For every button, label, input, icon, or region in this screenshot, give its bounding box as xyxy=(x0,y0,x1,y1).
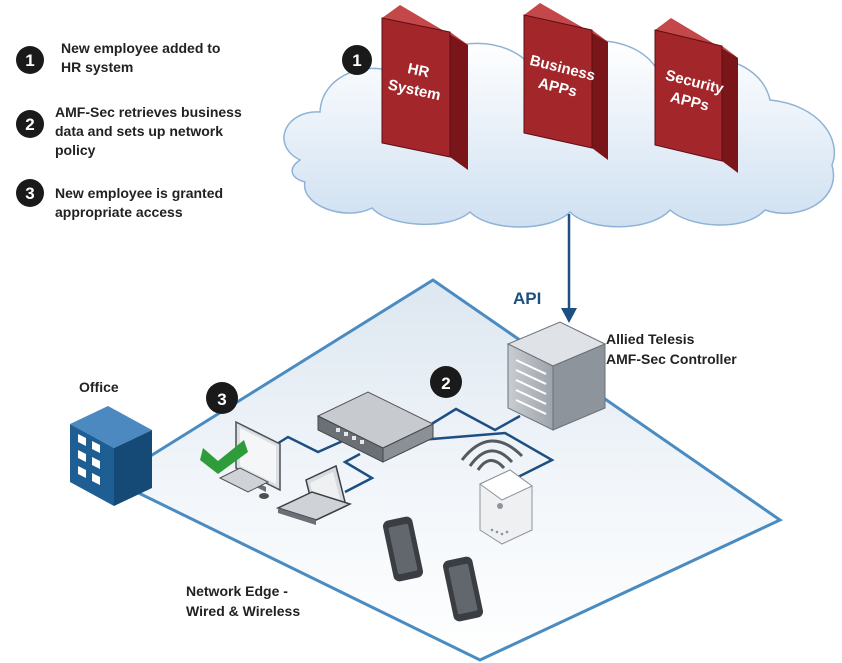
api-arrow-head xyxy=(561,308,577,323)
app-tile-security-apps: Security APPs xyxy=(654,18,738,173)
cloud: HR System Business APPs Security APPs xyxy=(283,3,836,228)
controller-vents xyxy=(515,359,547,415)
legend-step-3-line-2: appropriate access xyxy=(55,204,183,220)
legend-step-1: 1 New employee added to HR system xyxy=(16,40,220,75)
tablet-2 xyxy=(442,556,484,622)
controller-side xyxy=(552,343,606,431)
cable-switch-to-laptop xyxy=(342,452,375,494)
legend-step-1-line-2: HR system xyxy=(61,59,133,75)
step-badge-3-number: 3 xyxy=(25,184,34,203)
app-tile-security-top xyxy=(655,18,738,58)
app-tile-business-face xyxy=(523,14,593,149)
office-building-top xyxy=(70,406,152,448)
legend-step-3-line-1: New employee is granted xyxy=(55,185,223,201)
access-point-leds xyxy=(490,528,509,536)
desktop-pc xyxy=(218,420,281,499)
amf-sec-controller xyxy=(506,321,607,431)
app-tile-security-face xyxy=(654,29,723,162)
cloud-step-badge-number: 1 xyxy=(352,51,361,70)
legend: 1 New employee added to HR system 2 AMF-… xyxy=(16,40,242,220)
cable-switch-to-controller xyxy=(424,407,521,432)
network-floor xyxy=(108,278,784,662)
pc-keyboard xyxy=(218,467,270,493)
step-badge-1-number: 1 xyxy=(25,51,34,70)
legend-step-1-line-1: New employee added to xyxy=(61,40,220,56)
legend-step-2-line-3: policy xyxy=(55,142,96,158)
tablet-1 xyxy=(382,516,424,582)
office-windows xyxy=(78,434,100,485)
access-granted-check-icon xyxy=(200,440,248,474)
network-step-badge-number: 2 xyxy=(441,374,450,393)
laptop xyxy=(275,464,353,525)
app-tile-hr-side xyxy=(450,32,468,170)
legend-step-3: 3 New employee is granted appropriate ac… xyxy=(16,179,223,220)
controller-label-line-1: Allied Telesis xyxy=(606,331,695,347)
network-step-badge xyxy=(430,366,462,398)
legend-step-2: 2 AMF-Sec retrieves business data and se… xyxy=(16,104,242,158)
app-tile-security-side xyxy=(722,46,738,173)
app-tile-business-apps: Business APPs xyxy=(523,3,608,160)
office-building-side xyxy=(114,430,152,506)
legend-step-2-line-2: data and sets up network xyxy=(55,123,223,139)
step-badge-2-number: 2 xyxy=(25,115,34,134)
app-tile-hr-system: HR System xyxy=(381,5,468,170)
app-tile-hr-line-1: HR xyxy=(406,60,431,81)
step-badge-2 xyxy=(16,110,44,138)
network-edge-label-line-1: Network Edge - xyxy=(186,583,288,599)
access-step-badge-number: 3 xyxy=(217,390,226,409)
step-badge-3 xyxy=(16,179,44,207)
api-connection: API xyxy=(513,214,577,323)
laptop-keyboard-base xyxy=(275,491,353,521)
office-label: Office xyxy=(79,379,119,395)
app-tile-hr-face xyxy=(381,17,451,158)
cloud-step-badge xyxy=(342,45,372,75)
app-tile-business-side xyxy=(592,30,608,160)
app-tile-hr-top xyxy=(382,5,468,45)
app-tile-business-top xyxy=(524,3,608,42)
wifi-signal-icon xyxy=(460,439,524,467)
switch-ports xyxy=(336,428,364,444)
network-edge-label-line-2: Wired & Wireless xyxy=(186,603,300,619)
controller-label-line-2: AMF-Sec Controller xyxy=(606,351,737,367)
cable-switch-to-pc xyxy=(271,435,346,454)
switch-side xyxy=(382,423,434,463)
office-building xyxy=(70,406,152,506)
access-step-badge xyxy=(206,382,238,414)
legend-step-2-line-1: AMF-Sec retrieves business xyxy=(55,104,242,120)
api-label: API xyxy=(513,289,541,308)
step-badge-1 xyxy=(16,46,44,74)
pc-mouse xyxy=(259,493,269,499)
wireless-access-point xyxy=(460,439,533,545)
network-switch xyxy=(316,391,435,463)
